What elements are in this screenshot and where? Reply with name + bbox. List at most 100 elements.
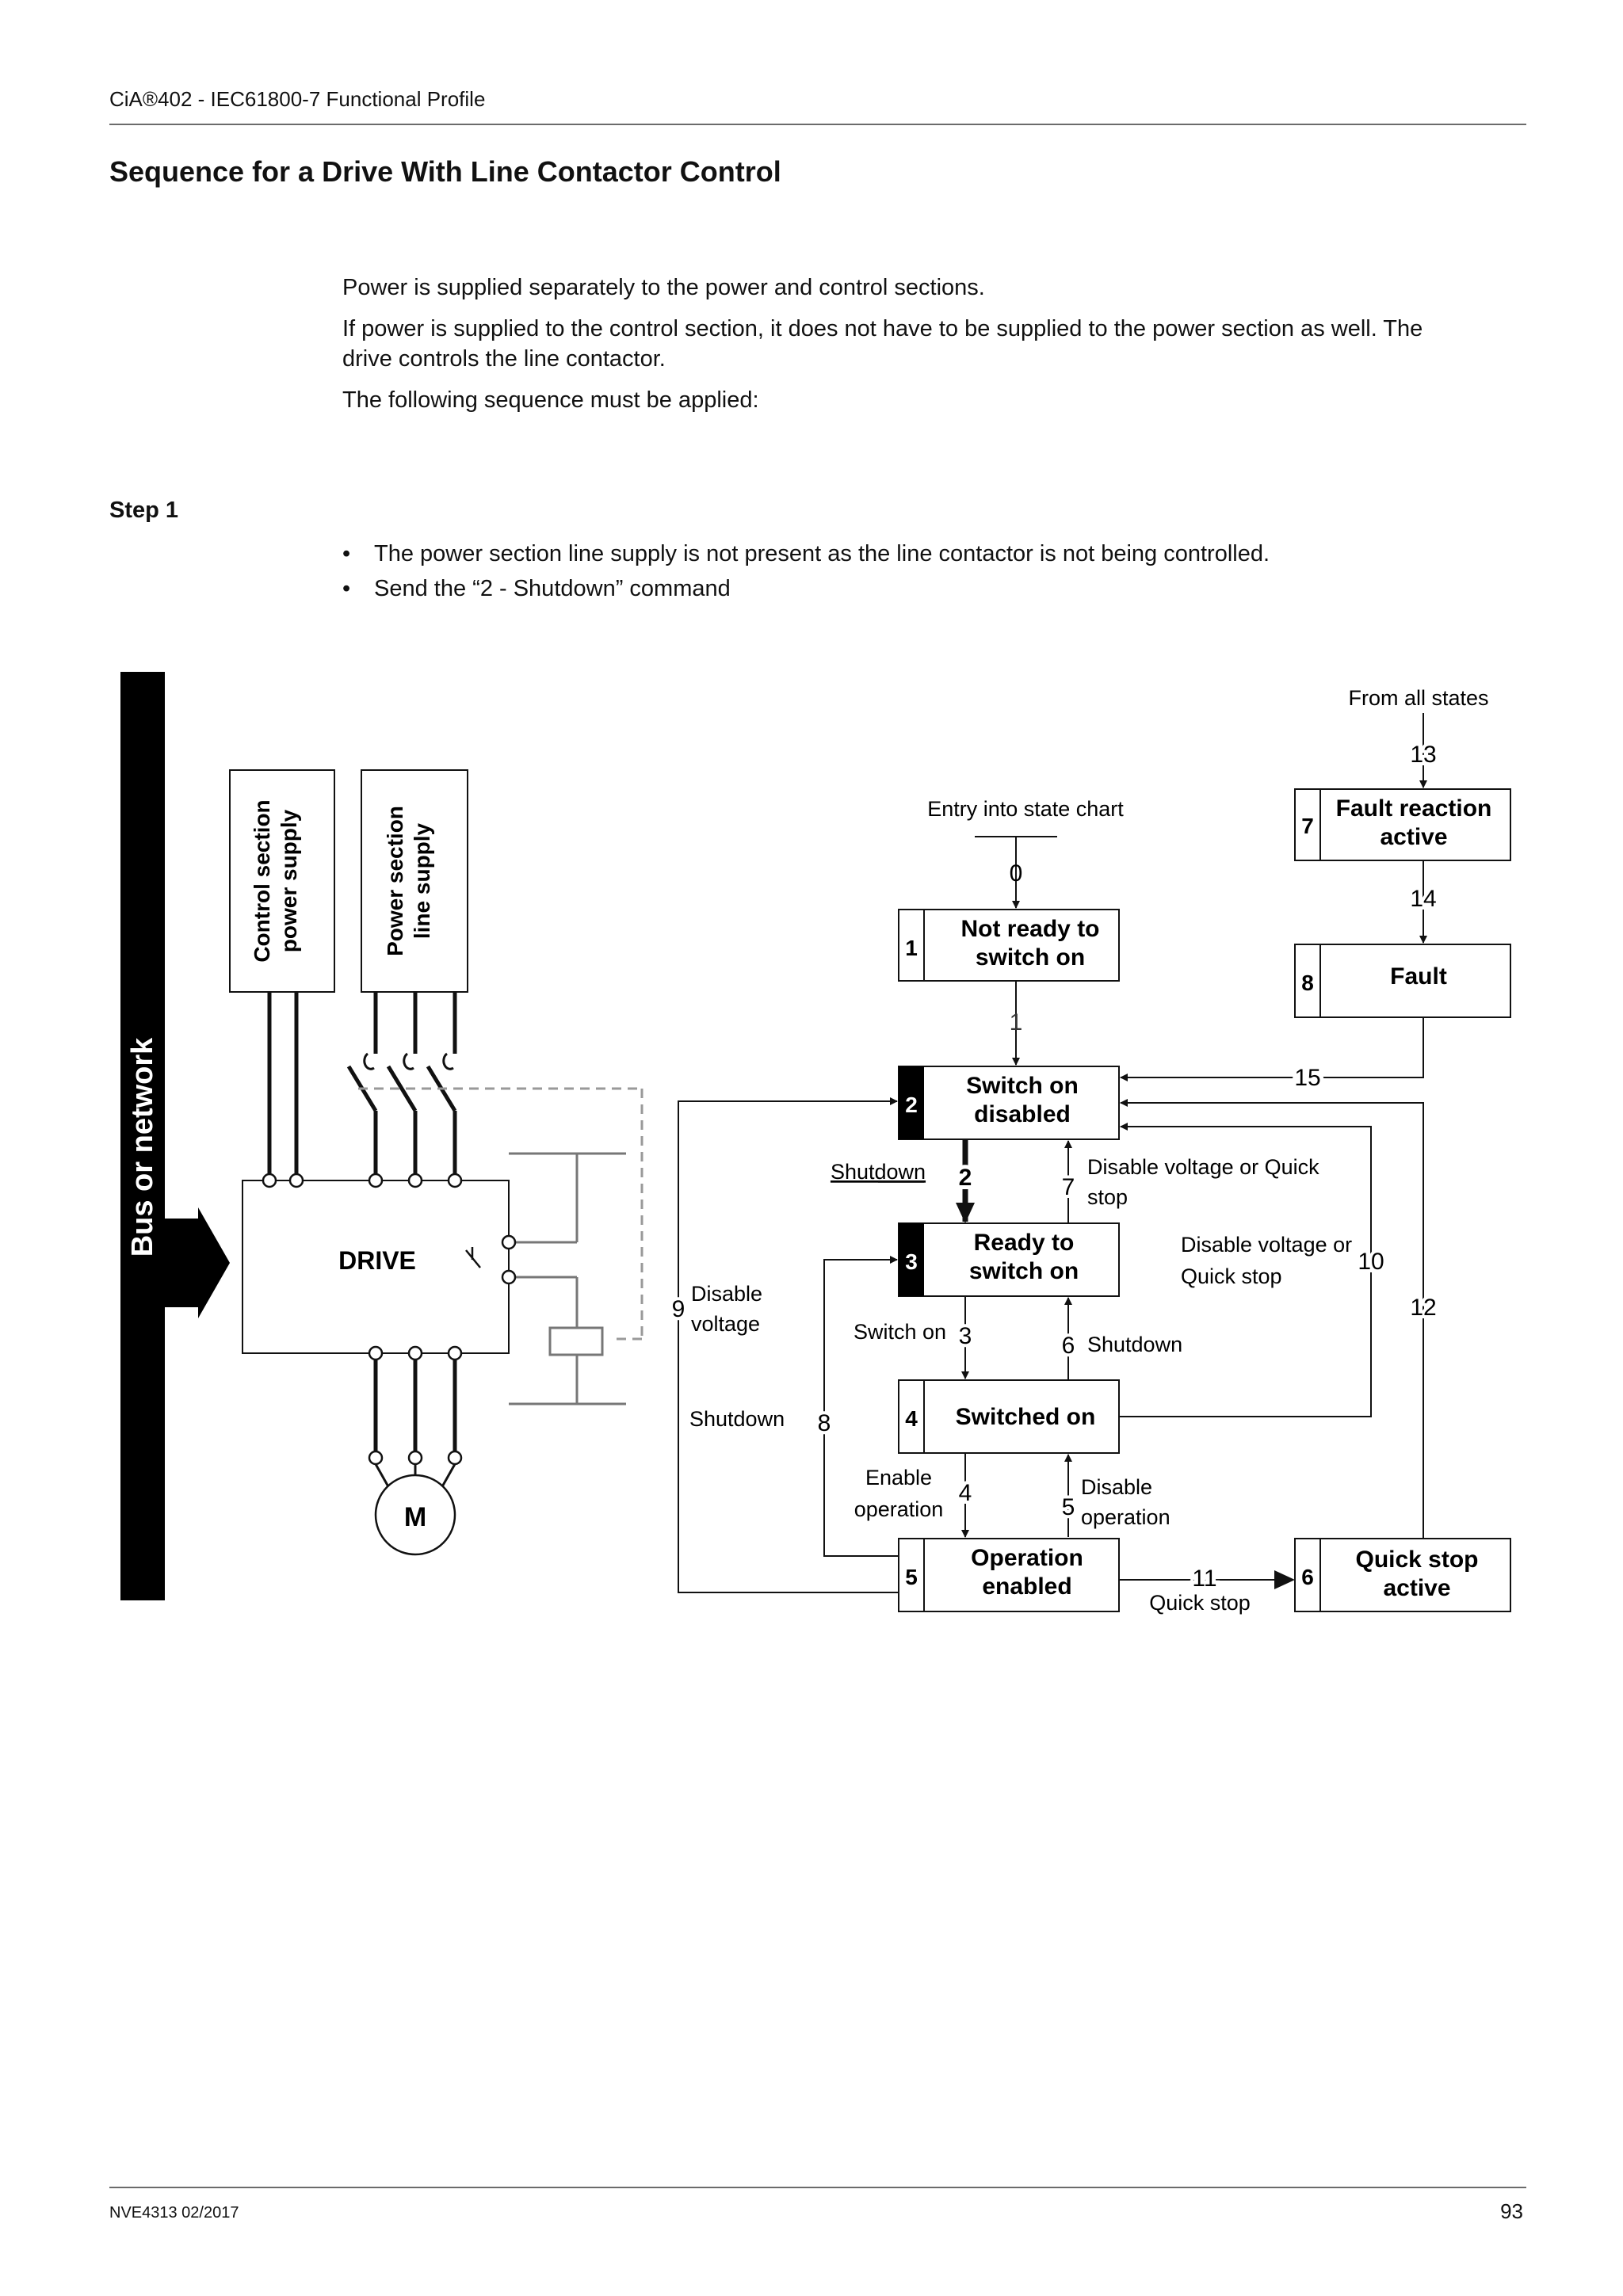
svg-text:6: 6: [1062, 1333, 1075, 1359]
shutdown-2-label: Shutdown: [831, 1160, 926, 1184]
intro-paragraph-2a: If power is supplied to the control sect…: [342, 316, 1423, 341]
header-rule: [109, 124, 1526, 125]
state-1-not-ready: 1 Not ready to switch on: [898, 909, 1120, 982]
svg-text:DRIVE: DRIVE: [338, 1246, 416, 1275]
footer-doc-id: NVE4313 02/2017: [109, 2204, 239, 2222]
svg-text:4: 4: [959, 1480, 972, 1506]
svg-text:12: 12: [1410, 1295, 1436, 1321]
svg-text:Disable voltage or: Disable voltage or: [1181, 1233, 1352, 1257]
drive-box: DRIVE: [242, 1180, 510, 1354]
svg-text:Quick stop: Quick stop: [1355, 1547, 1478, 1573]
svg-text:Switch on: Switch on: [966, 1073, 1079, 1099]
svg-text:Fault: Fault: [1390, 963, 1447, 990]
svg-text:4: 4: [959, 1480, 972, 1506]
state-2-switch-on-disabled: 2 Switch on disabled: [898, 1066, 1120, 1140]
svg-text:11: 11: [1192, 1566, 1216, 1592]
svg-text:5: 5: [1062, 1494, 1075, 1520]
svg-text:switch on: switch on: [976, 944, 1085, 971]
svg-text:line supply: line supply: [410, 822, 434, 939]
svg-text:stop: stop: [1087, 1185, 1128, 1209]
svg-text:7: 7: [1062, 1174, 1075, 1200]
svg-text:13: 13: [1410, 742, 1436, 768]
svg-text:operation: operation: [1081, 1505, 1170, 1529]
bullet-item: • The power section line supply is not pr…: [342, 539, 1270, 569]
svg-text:10: 10: [1358, 1249, 1384, 1275]
intro-paragraph-1: Power is supplied separately to the powe…: [342, 275, 985, 300]
svg-text:2: 2: [905, 1093, 918, 1117]
svg-text:Quick stop: Quick stop: [1149, 1591, 1251, 1615]
step-label: Step 1: [109, 498, 179, 523]
svg-text:14: 14: [1410, 886, 1436, 912]
svg-text:3: 3: [959, 1323, 972, 1349]
state-5-operation-enabled: 5 Operation enabled: [898, 1538, 1120, 1612]
svg-text:disabled: disabled: [974, 1101, 1071, 1127]
power-supply-box: Power section line supply: [361, 769, 468, 993]
svg-text:switch on: switch on: [969, 1258, 1079, 1284]
svg-text:9: 9: [672, 1296, 685, 1322]
state-6-quick-stop-active: 6 Quick stop active: [1294, 1538, 1511, 1612]
bullet-item: • Send the “2 - Shutdown” command: [342, 574, 731, 604]
page-number: 93: [1500, 2199, 1523, 2223]
bullet-text: Send the “2 - Shutdown” command: [374, 576, 731, 601]
svg-text:Switch on: Switch on: [854, 1320, 946, 1344]
svg-text:operation: operation: [854, 1497, 944, 1521]
svg-text:1: 1: [905, 936, 918, 960]
footer-rule: [109, 2187, 1526, 2188]
svg-text:Disable: Disable: [691, 1282, 762, 1306]
state-8-fault: 8 Fault: [1294, 944, 1511, 1018]
svg-text:14: 14: [1410, 886, 1436, 912]
bullet-text: The power section line supply is not pre…: [374, 541, 1270, 566]
section-title: Sequence for a Drive With Line Contactor…: [109, 155, 781, 188]
entry-label: Entry into state chart: [927, 797, 1124, 821]
intro-paragraph-3: The following sequence must be applied:: [342, 387, 759, 413]
svg-text:Quick stop: Quick stop: [1181, 1264, 1282, 1288]
state-4-switched-on: 4 Switched on: [898, 1379, 1120, 1454]
relay-circuit: [509, 1152, 626, 1405]
svg-text:12: 12: [1410, 1295, 1436, 1321]
control-wires: [267, 992, 299, 1177]
running-header: CiA®402 - IEC61800-7 Functional Profile: [109, 87, 486, 111]
svg-text:Switched on: Switched on: [956, 1404, 1096, 1430]
svg-text:Operation: Operation: [971, 1545, 1083, 1571]
svg-text:11: 11: [1192, 1566, 1216, 1592]
svg-text:7: 7: [1062, 1174, 1075, 1200]
motor-symbol: M: [374, 1474, 456, 1556]
control-supply-box: Control section power supply: [229, 769, 335, 993]
state-7-fault-reaction-active: 7 Fault reaction active: [1294, 788, 1511, 861]
motor-wires: [373, 1360, 457, 1456]
svg-text:voltage: voltage: [691, 1312, 760, 1336]
svg-text:active: active: [1383, 1575, 1450, 1601]
svg-text:4: 4: [905, 1406, 918, 1431]
svg-text:2: 2: [959, 1165, 972, 1191]
svg-text:Disable: Disable: [1081, 1475, 1152, 1499]
svg-text:Not ready to: Not ready to: [960, 916, 1099, 942]
bullet-dot-icon: •: [342, 541, 351, 566]
svg-text:15: 15: [1294, 1065, 1320, 1091]
svg-text:M: M: [404, 1502, 426, 1532]
svg-text:0: 0: [1010, 860, 1023, 887]
svg-text:3: 3: [959, 1323, 972, 1349]
svg-text:power supply: power supply: [277, 809, 301, 952]
svg-text:5: 5: [905, 1565, 918, 1589]
svg-text:8: 8: [1301, 971, 1314, 995]
svg-text:Control section: Control section: [250, 799, 274, 962]
bus-label: Bus or network: [126, 1037, 159, 1257]
svg-text:Disable voltage or Quick: Disable voltage or Quick: [1087, 1155, 1319, 1179]
svg-text:6: 6: [1062, 1333, 1075, 1359]
bullet-dot-icon: •: [342, 576, 351, 601]
svg-text:1: 1: [1010, 1009, 1023, 1035]
svg-text:Ready to: Ready to: [974, 1230, 1075, 1256]
svg-text:Enable: Enable: [865, 1466, 932, 1489]
state-3-ready-to-switch-on: 3 Ready to switch on: [898, 1222, 1120, 1297]
svg-text:10: 10: [1358, 1249, 1384, 1275]
bus-bar: Bus or network: [120, 672, 230, 1600]
svg-text:active: active: [1380, 824, 1447, 850]
svg-text:Shutdown: Shutdown: [1087, 1333, 1182, 1356]
svg-text:13: 13: [1410, 742, 1436, 768]
line-contactor: [346, 992, 457, 1177]
svg-text:enabled: enabled: [982, 1573, 1071, 1600]
svg-text:Shutdown: Shutdown: [689, 1407, 785, 1431]
svg-text:8: 8: [818, 1410, 831, 1436]
svg-text:15: 15: [1294, 1065, 1320, 1091]
svg-text:Fault reaction: Fault reaction: [1336, 795, 1492, 822]
